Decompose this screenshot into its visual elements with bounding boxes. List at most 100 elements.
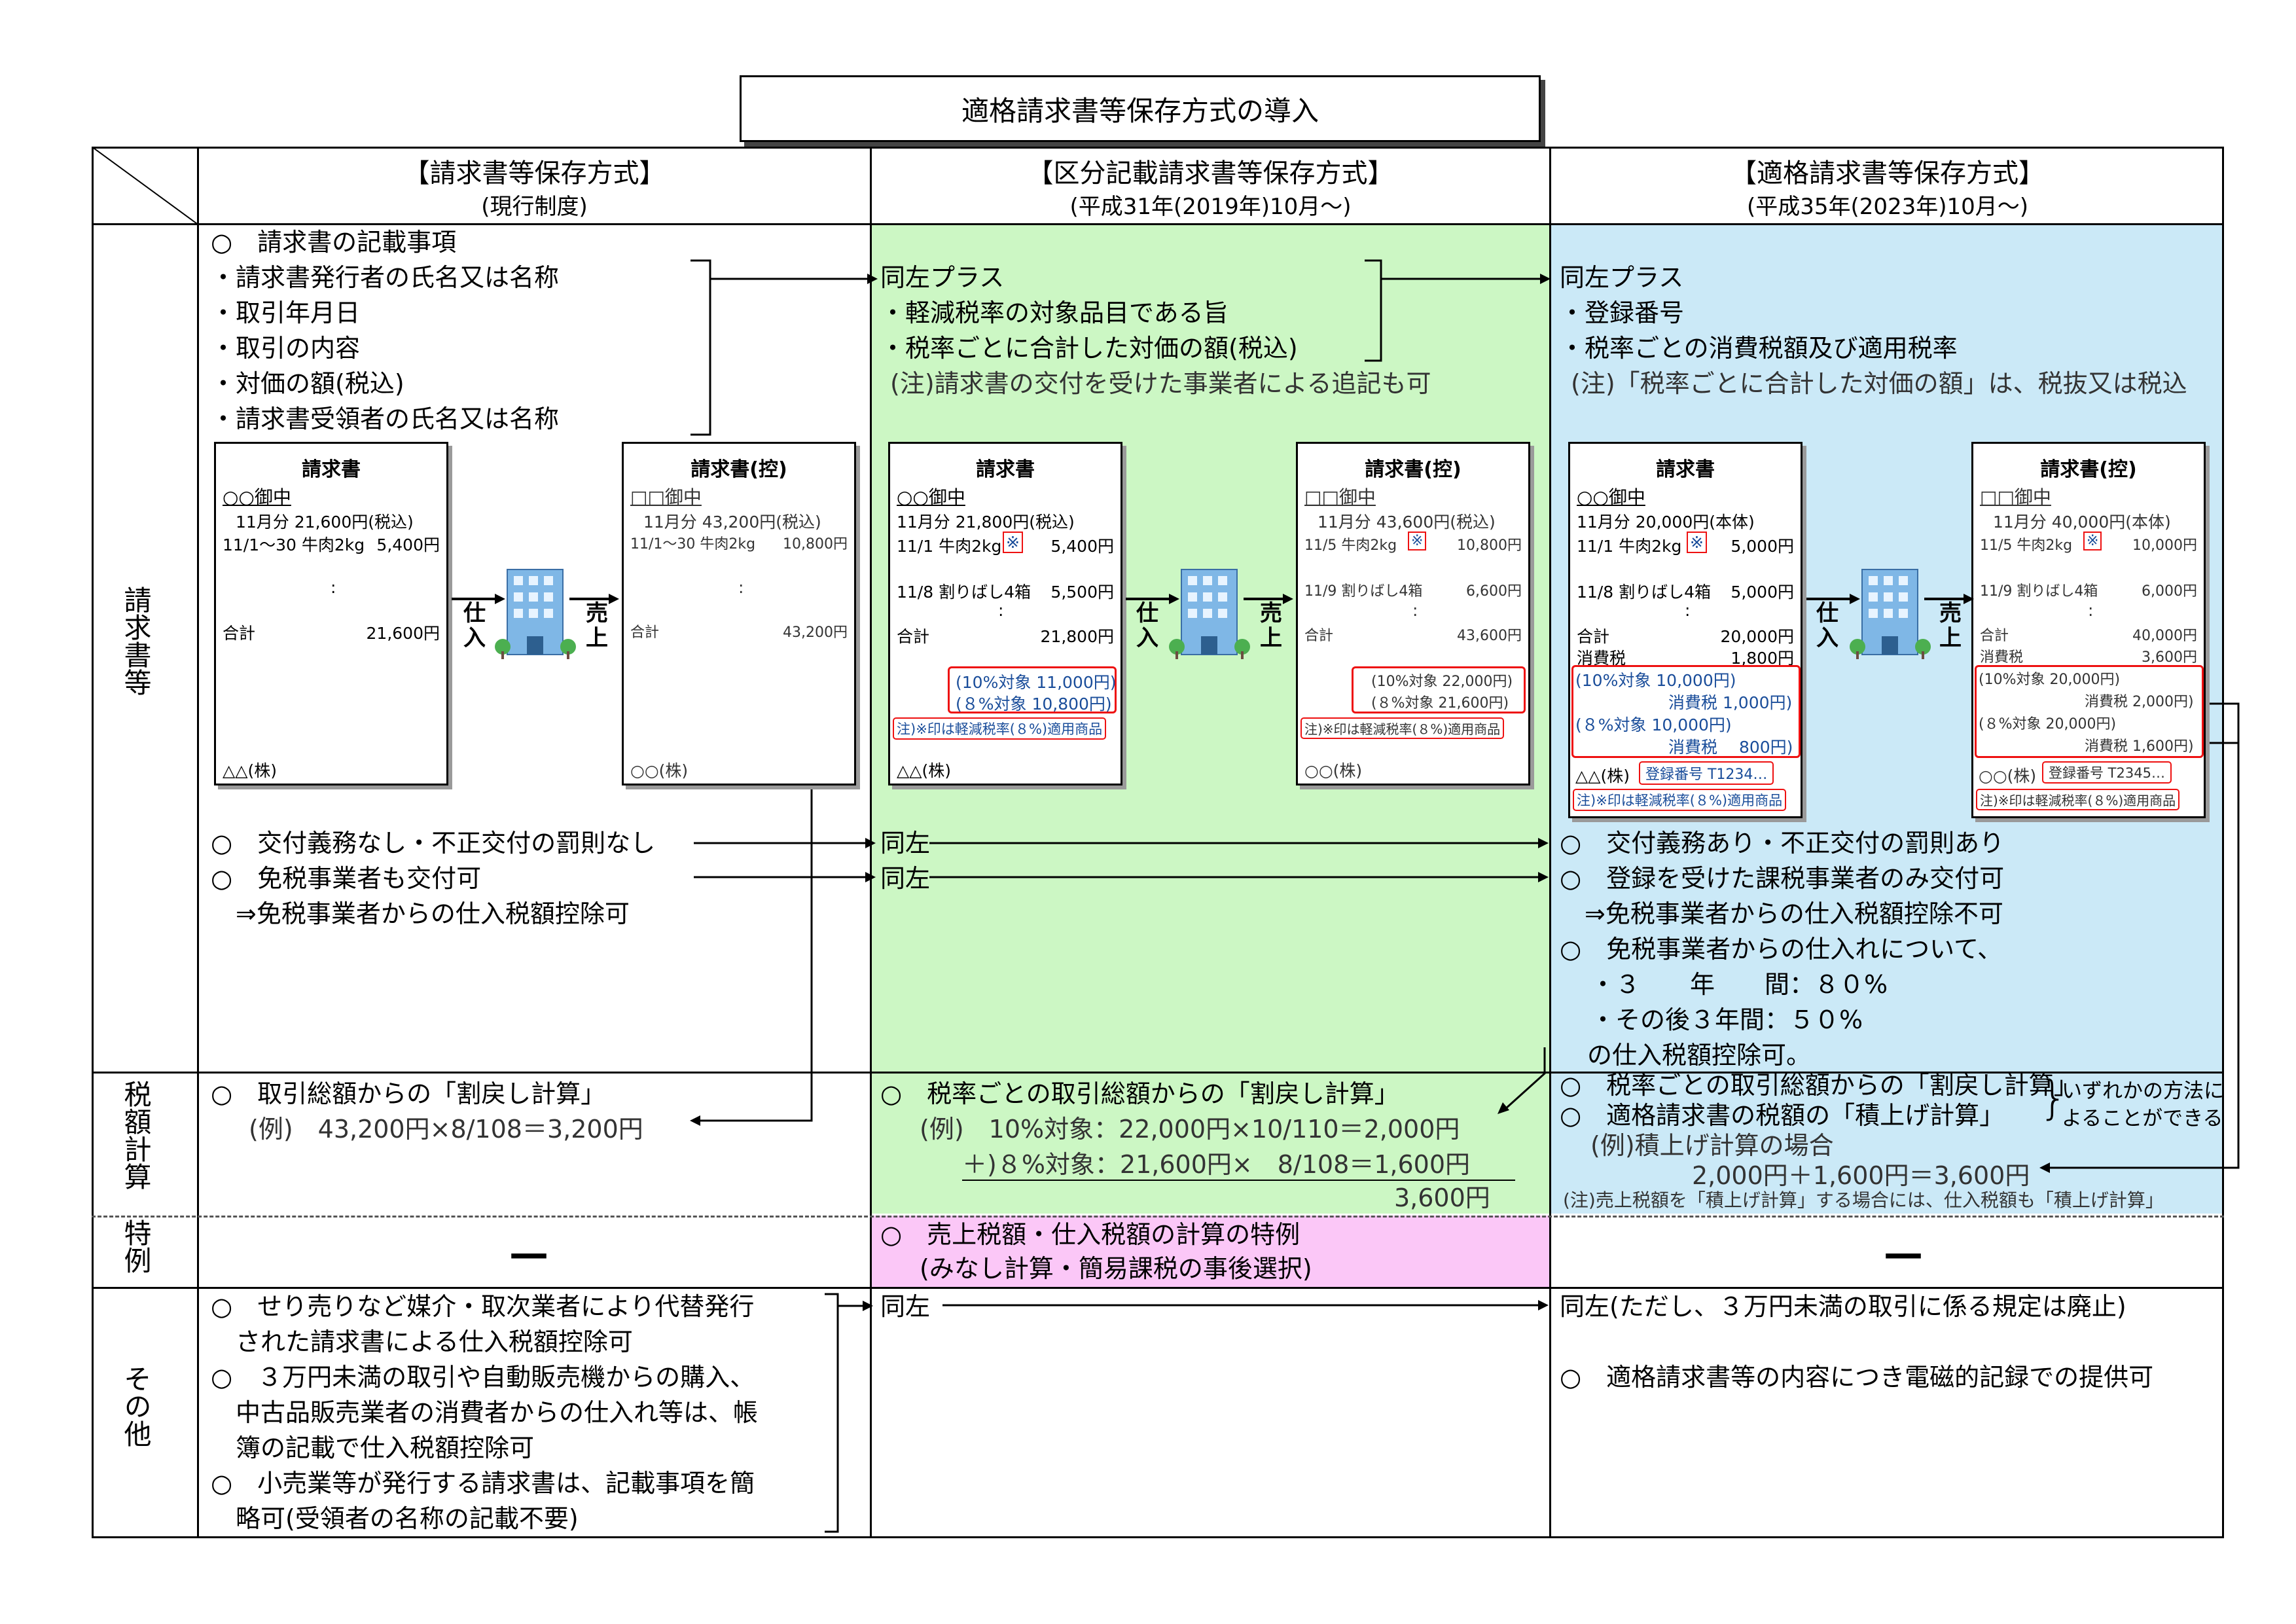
sell-label: 売上 xyxy=(586,600,608,651)
col3-obligation: ○ 免税事業者からの仕入れについて、 xyxy=(1560,935,2003,964)
column-header-sub: (平成35年(2023年)10月～) xyxy=(1746,194,2029,220)
doc-from: ○○(株) xyxy=(1304,761,1363,780)
row-divider xyxy=(92,223,2224,225)
doc-rate-line: 消費税 2,000円) xyxy=(2085,694,2194,710)
row-divider-dashed xyxy=(92,1216,2224,1218)
col1-item: ・請求書受領者の氏名又は名称 xyxy=(211,405,560,433)
column-header-sub: (平成31年(2019年)10月～) xyxy=(1069,194,1352,220)
doc-total: 合計 xyxy=(630,624,660,641)
col2-tax-total: 3,600円 xyxy=(1394,1183,1490,1212)
col1-other: ○ せり売りなど媒介・取次業者により代替発行 xyxy=(211,1292,755,1321)
doc-line: 11月分 40,000円(本体) xyxy=(1993,513,2171,532)
doc-total: 合計 xyxy=(1577,627,1610,646)
col3-tax-example: 2,000円＋1,600円＝3,600円 xyxy=(1692,1161,2030,1190)
col2-tax-example: ＋)８%対象：21,600円× 8/108＝1,600円 xyxy=(962,1150,1471,1179)
doc-title: 請求書(控) xyxy=(1365,458,1462,481)
doc-rate-line: (10%対象 10,000円) xyxy=(1575,671,1736,690)
doc-total: 40,000円 xyxy=(2132,628,2197,644)
col1-special-dash: — xyxy=(509,1231,548,1276)
col2-item: 同左プラス xyxy=(880,263,1005,292)
col2-tax-example: (例) 10%対象：22,000円×10/110＝2,000円 xyxy=(920,1115,1460,1144)
row-arrows xyxy=(694,838,876,882)
doc-to: □□御中 xyxy=(1980,486,2051,508)
col3-item: ・税率ごとの消費税額及び適用税率 xyxy=(1560,334,1958,363)
doc-dots: : xyxy=(998,601,1004,620)
doc-line: 11月分 21,800円(税込) xyxy=(897,513,1075,532)
col2-obligation: 同左 xyxy=(880,829,931,857)
col3-item: 同左プラス xyxy=(1560,263,1684,292)
doc-total: 合計 xyxy=(897,627,930,646)
col1-other: 中古品販売業者の消費者からの仕入れ等は、帳 xyxy=(211,1398,759,1427)
doc-title: 請求書 xyxy=(976,458,1035,481)
col1-obligation: ○ 交付義務なし・不正交付の罰則なし xyxy=(211,829,656,857)
col3-other: 同左(ただし、３万円未満の取引に係る規定は廃止) xyxy=(1560,1292,2126,1321)
bracket-arrow xyxy=(691,259,878,436)
doc-total: 21,600円 xyxy=(366,624,440,643)
invoice-copy-document: 請求書(控) □□御中 11月分 43,200円(税込) 11/1～30 牛肉2… xyxy=(622,442,856,785)
doc-from: △△(株) xyxy=(223,761,277,780)
col1-item: ・請求書発行者の氏名又は名称 xyxy=(211,263,560,292)
col2-special: (みなし計算・簡易課税の事後選択) xyxy=(920,1254,1312,1283)
col3-tax: ○ 税率ごとの取引総額からの「割戻し計算」 xyxy=(1560,1071,2079,1100)
row-arrows xyxy=(942,1300,1549,1310)
doc-line: 11/5 牛肉2kg xyxy=(1304,537,1397,554)
buy-label: 仕入 xyxy=(1816,600,1839,651)
col3-obligation: ⇒免税事業者からの仕入税額控除不可 xyxy=(1560,899,2003,928)
doc-line: 11/1～30 牛肉2kg xyxy=(223,535,365,554)
col3-obligation: ○ 登録を受けた課税事業者のみ交付可 xyxy=(1560,864,2005,893)
registration-number: 登録番号 T2345… xyxy=(2042,761,2172,784)
row-label-invoice: 請求書等 xyxy=(120,586,152,696)
col1-items-title: ○ 請求書の記載事項 xyxy=(211,228,457,257)
col1-other: ○ 小売業等が発行する請求書は、記載事項を簡 xyxy=(211,1469,755,1498)
col1-item: ・対価の額(税込) xyxy=(211,369,404,398)
column-header-title: 【区分記載請求書等保存方式】 xyxy=(1027,158,1394,189)
col2-item: ・軽減税率の対象品目である旨 xyxy=(880,298,1229,327)
doc-rate-line: (10%対象 20,000円) xyxy=(1979,672,2121,688)
col1-obligation: ⇒免税事業者からの仕入税額控除可 xyxy=(211,899,630,928)
doc-line: 11/8 割りばし4箱 xyxy=(1577,583,1711,602)
column-header-title: 【適格請求書等保存方式】 xyxy=(1731,158,2045,189)
special-highlight-background xyxy=(870,1216,1550,1287)
invoice-document: 請求書 ○○御中 11月分 21,800円(税込) 11/1 牛肉2kg ※ 5… xyxy=(888,442,1122,785)
doc-total: 43,200円 xyxy=(783,624,848,641)
reduced-rate-mark: ※ xyxy=(1003,532,1023,553)
col1-other: ○ ３万円未満の取引や自動販売機からの購入、 xyxy=(211,1363,755,1392)
doc-line: 5,500円 xyxy=(1050,583,1114,602)
reduced-rate-mark: ※ xyxy=(2083,532,2102,550)
col3-obligation: ・３ 年 間：８０% xyxy=(1590,970,1888,999)
doc-line: 11月分 20,000円(本体) xyxy=(1577,513,1755,532)
doc-line: 11月分 21,600円(税込) xyxy=(236,513,414,532)
building-icon xyxy=(1126,569,1293,659)
col3-note: (注)「税率ごとに合計した対価の額」は、税抜又は税込 xyxy=(1571,369,2187,398)
doc-ctax: 3,600円 xyxy=(2142,649,2197,666)
doc-total: 合計 xyxy=(1980,628,2009,644)
col3-obligation: ・その後３年間：５０% xyxy=(1590,1005,1863,1034)
doc-title: 請求書 xyxy=(1656,458,1715,481)
doc-dots: : xyxy=(738,578,744,597)
doc-note: 注)※印は軽減税率(８%)適用商品 xyxy=(1300,717,1505,739)
doc-line: 11/9 割りばし4箱 xyxy=(1304,583,1423,600)
doc-line: 5,400円 xyxy=(376,535,440,554)
doc-title: 請求書(控) xyxy=(2040,458,2137,481)
row-divider xyxy=(92,1072,2224,1074)
bracket-arrow xyxy=(1365,259,1551,362)
doc-ctax: 1,800円 xyxy=(1731,649,1794,668)
col1-other: 略可(受領者の名称の記載不要) xyxy=(211,1504,579,1533)
col1-item: ・取引年月日 xyxy=(211,298,361,327)
doc-total: 20,000円 xyxy=(1720,627,1794,646)
col3-obligation: の仕入税額控除可。 xyxy=(1587,1041,1812,1070)
col3-tax: ○ 適格請求書の税額の「積上げ計算」 xyxy=(1560,1101,2005,1130)
rate-totals-box xyxy=(1352,666,1526,713)
doc-total: 合計 xyxy=(223,624,256,643)
doc-line: 11/9 割りばし4箱 xyxy=(1980,583,2098,600)
col3-tax-footnote: (注)売上税額を「積上げ計算」する場合には、仕入税額も「積上げ計算」 xyxy=(1563,1189,2164,1211)
doc-to: □□御中 xyxy=(1304,486,1376,508)
doc-dots: : xyxy=(1685,601,1691,620)
column-divider xyxy=(1549,147,1551,1538)
doc-to: □□御中 xyxy=(630,486,702,508)
doc-note: 注)※印は軽減税率(８%)適用商品 xyxy=(1573,789,1787,811)
reduced-rate-mark: ※ xyxy=(1687,532,1707,553)
col1-other: された請求書による仕入税額控除可 xyxy=(211,1327,633,1356)
sum-line xyxy=(962,1180,1515,1181)
building-icon xyxy=(1806,569,1974,659)
